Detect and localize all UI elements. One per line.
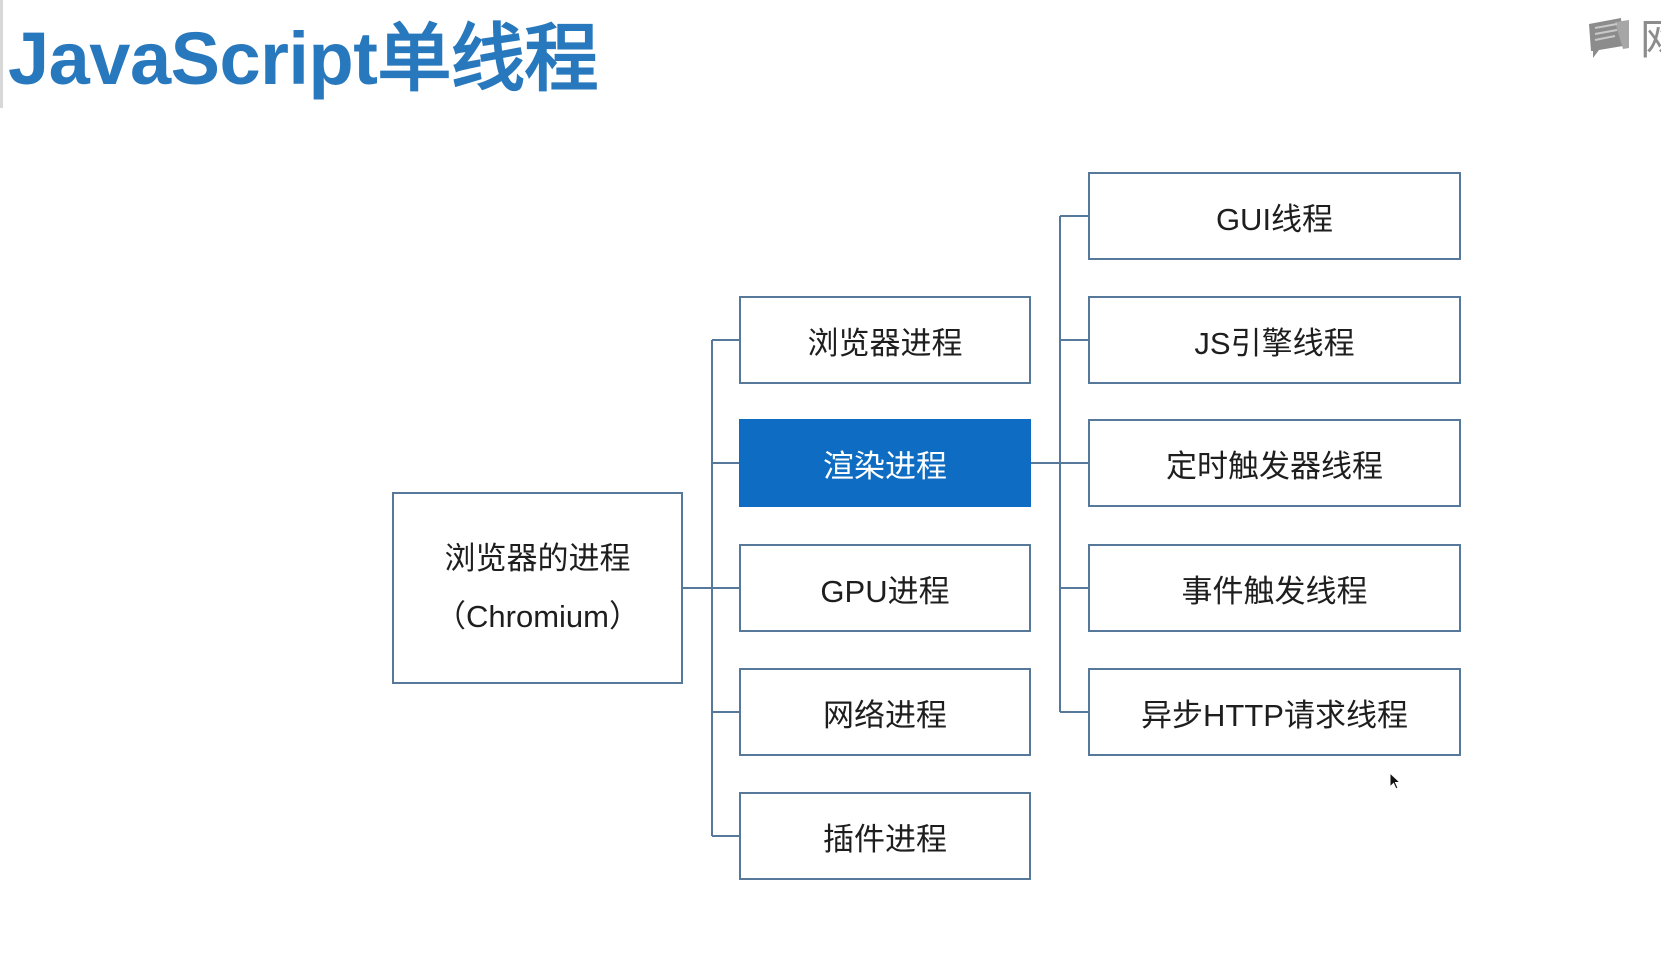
process-label: 渲染进程 bbox=[823, 448, 947, 484]
thread-label: 定时触发器线程 bbox=[1166, 448, 1383, 484]
process-label: 插件进程 bbox=[823, 821, 947, 857]
notes-icon[interactable] bbox=[1585, 14, 1633, 62]
process-label: 网络进程 bbox=[823, 697, 947, 733]
top-right-label-clip: 网 bbox=[1640, 12, 1661, 68]
thread-node-event: 事件触发线程 bbox=[1088, 544, 1461, 632]
thread-node-gui: GUI线程 bbox=[1088, 172, 1461, 260]
thread-node-async-http: 异步HTTP请求线程 bbox=[1088, 668, 1461, 756]
thread-label: 事件触发线程 bbox=[1181, 573, 1368, 609]
left-edge-bar bbox=[0, 0, 3, 108]
process-label: GPU进程 bbox=[820, 573, 950, 609]
thread-label: JS引擎线程 bbox=[1194, 325, 1355, 361]
root-node-label: 浏览器的进程 bbox=[444, 541, 631, 576]
thread-label: 异步HTTP请求线程 bbox=[1141, 697, 1408, 733]
root-node-browser-processes: 浏览器的进程 （Chromium） bbox=[392, 492, 683, 684]
root-node-sublabel: （Chromium） bbox=[435, 599, 640, 634]
process-node-network: 网络进程 bbox=[739, 668, 1031, 756]
thread-node-js-engine: JS引擎线程 bbox=[1088, 296, 1461, 384]
page-title: JavaScript单线程 bbox=[8, 17, 598, 100]
process-node-renderer: 渲染进程 bbox=[739, 419, 1031, 507]
top-right-label: 网 bbox=[1640, 12, 1661, 68]
process-label: 浏览器进程 bbox=[807, 325, 963, 361]
thread-label: GUI线程 bbox=[1215, 201, 1334, 237]
process-node-gpu: GPU进程 bbox=[739, 544, 1031, 632]
process-node-plugin: 插件进程 bbox=[739, 792, 1031, 880]
process-node-browser: 浏览器进程 bbox=[739, 296, 1031, 384]
mouse-cursor-icon bbox=[1389, 771, 1402, 790]
thread-node-timer: 定时触发器线程 bbox=[1088, 419, 1461, 507]
